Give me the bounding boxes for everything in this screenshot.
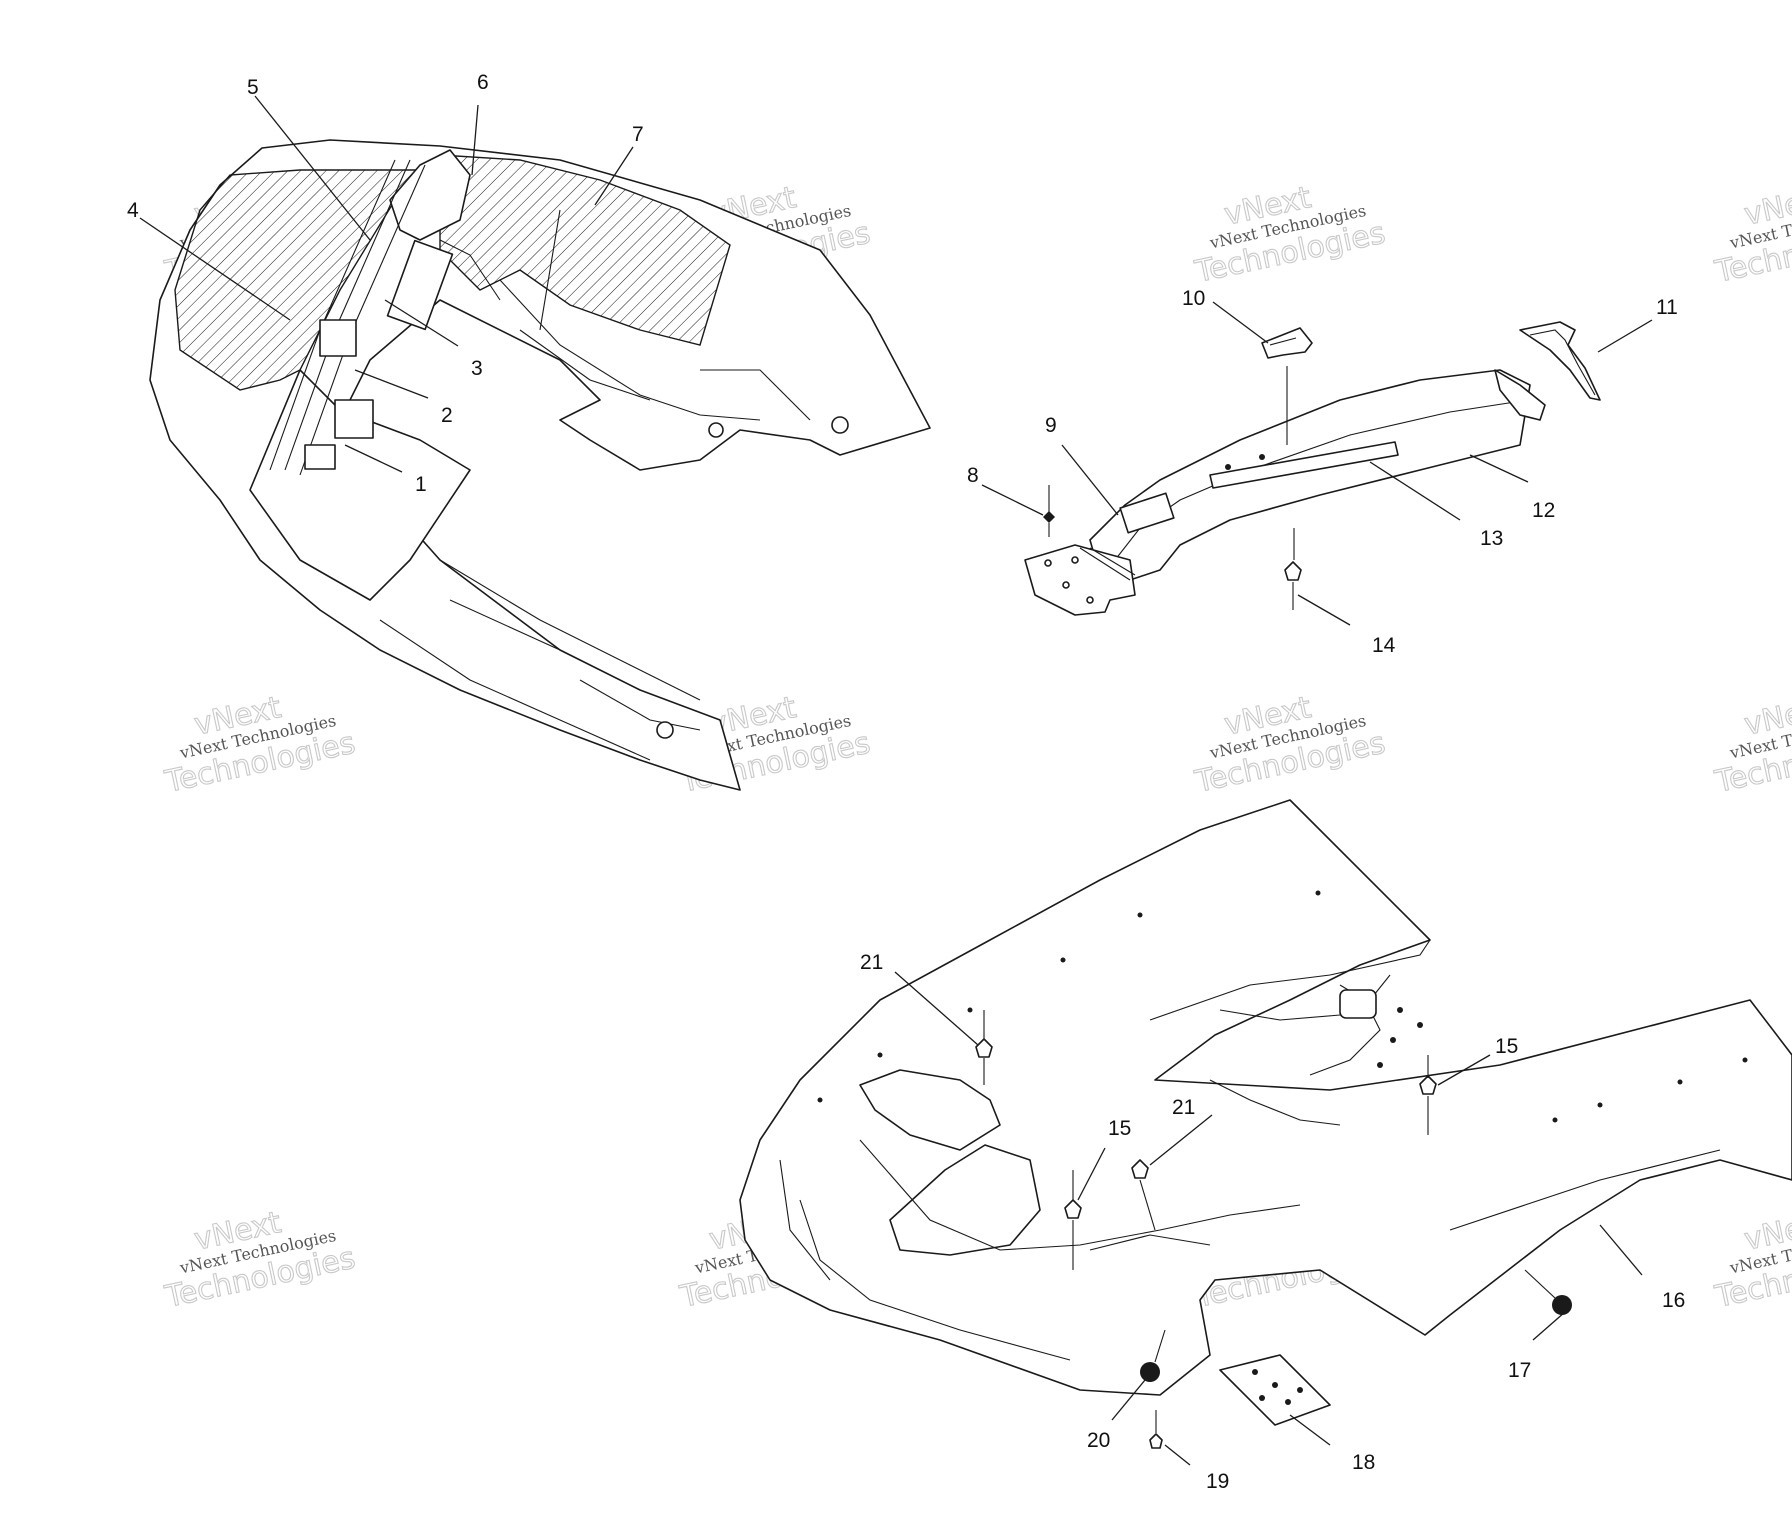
decal-13 [1209, 441, 1399, 489]
leader-6 [471, 104, 479, 176]
fastener-21-top [975, 1038, 993, 1058]
watermark: vNext vNext Technologies Technologies [1711, 690, 1792, 801]
callout-2: 2 [441, 404, 453, 427]
watermark: vNext vNext Technologies Technologies [161, 690, 359, 801]
fastener-15-mid [1131, 1159, 1149, 1179]
leader-15b [1437, 1054, 1491, 1086]
callout-16: 16 [1662, 1289, 1685, 1312]
callout-labels: 1 2 3 4 5 6 7 8 9 10 11 12 13 14 15 15 1… [127, 71, 1685, 1493]
grommet-20 [1140, 1362, 1160, 1382]
leaders-hinge [981, 301, 1653, 626]
hood-bracket [386, 239, 454, 331]
leader-8 [981, 484, 1044, 516]
callout-9: 9 [1045, 414, 1057, 437]
plate-18 [1219, 1354, 1331, 1426]
watermark: vNext vNext Technologies Technologies [1191, 180, 1389, 291]
leader-14 [1297, 594, 1351, 626]
leader-13 [1369, 461, 1461, 521]
callout-15-left: 15 [1108, 1117, 1131, 1140]
decal-9 [1119, 492, 1175, 534]
leader-9 [1061, 444, 1119, 516]
watermark: vNext vNext Technologies Technologies [161, 1205, 359, 1316]
callout-1: 1 [415, 473, 427, 496]
vent-2 [334, 399, 374, 439]
leader-2 [354, 369, 429, 399]
hood-assembly [149, 139, 931, 791]
leader-21a [894, 971, 979, 1046]
fastener-8 [1043, 511, 1055, 523]
leader-5 [254, 95, 371, 241]
callout-20: 20 [1087, 1429, 1110, 1452]
fastener-15-left [1064, 1199, 1082, 1219]
leader-20 [1111, 1379, 1146, 1421]
watermark: vNext vNext Technologies Technologies [1191, 690, 1389, 801]
tunnel-opening [859, 1069, 1001, 1151]
windshield-center [439, 154, 731, 346]
callout-15-right: 15 [1495, 1035, 1518, 1058]
callout-4: 4 [127, 199, 139, 222]
hood-fastener [831, 416, 849, 434]
callout-11: 11 [1656, 296, 1678, 319]
callout-5: 5 [247, 76, 259, 99]
leader-16 [1599, 1224, 1643, 1276]
watermark: vNext vNext Technologies Technologies [1711, 180, 1792, 291]
spring-clip-11 [1519, 321, 1601, 401]
bracket-front [889, 1144, 1041, 1256]
clip-10 [1261, 327, 1313, 359]
leader-19 [1164, 1444, 1191, 1466]
grommet-17 [1552, 1295, 1572, 1315]
hinge-panel [1089, 369, 1531, 581]
fastener-15-right [1419, 1075, 1437, 1095]
leaders-belly [894, 971, 1643, 1466]
callout-17: 17 [1508, 1359, 1531, 1382]
callout-12: 12 [1532, 499, 1555, 522]
watermark: vNext vNext Technologies Technologies [1711, 1205, 1792, 1316]
belly-pan-assembly [739, 799, 1792, 1449]
callout-21-mid: 21 [1172, 1096, 1195, 1119]
leader-17 [1532, 1311, 1566, 1341]
leader-1 [344, 444, 403, 473]
callout-6: 6 [477, 71, 489, 94]
hinge-panel-assembly [1024, 321, 1601, 616]
leader-11 [1597, 319, 1653, 353]
callout-18: 18 [1352, 1451, 1375, 1474]
leader-15a [1077, 1147, 1106, 1201]
leader-3 [384, 299, 459, 347]
callout-14: 14 [1372, 634, 1396, 657]
callout-19: 19 [1206, 1470, 1229, 1493]
leaders-hood [139, 95, 634, 473]
leader-7 [594, 146, 634, 206]
hood-fastener [656, 721, 674, 739]
leader-12 [1469, 454, 1529, 483]
callout-3: 3 [471, 357, 483, 380]
callout-10: 10 [1182, 287, 1205, 310]
bracket-mount [1339, 989, 1377, 1019]
leader-18 [1289, 1414, 1331, 1446]
leader-4 [139, 217, 291, 321]
leader-21b [1149, 1114, 1213, 1166]
fastener-14 [1284, 561, 1302, 581]
callout-13: 13 [1480, 527, 1503, 550]
callout-8: 8 [967, 464, 979, 487]
dash-console [389, 149, 471, 241]
vent-1 [319, 319, 357, 357]
vent-3 [304, 444, 336, 470]
screw-19 [1149, 1433, 1163, 1449]
hood-fastener [708, 422, 724, 438]
callout-7: 7 [632, 123, 644, 146]
end-clip [1494, 369, 1546, 421]
callout-21-top: 21 [860, 951, 883, 974]
leader-10 [1212, 301, 1269, 344]
